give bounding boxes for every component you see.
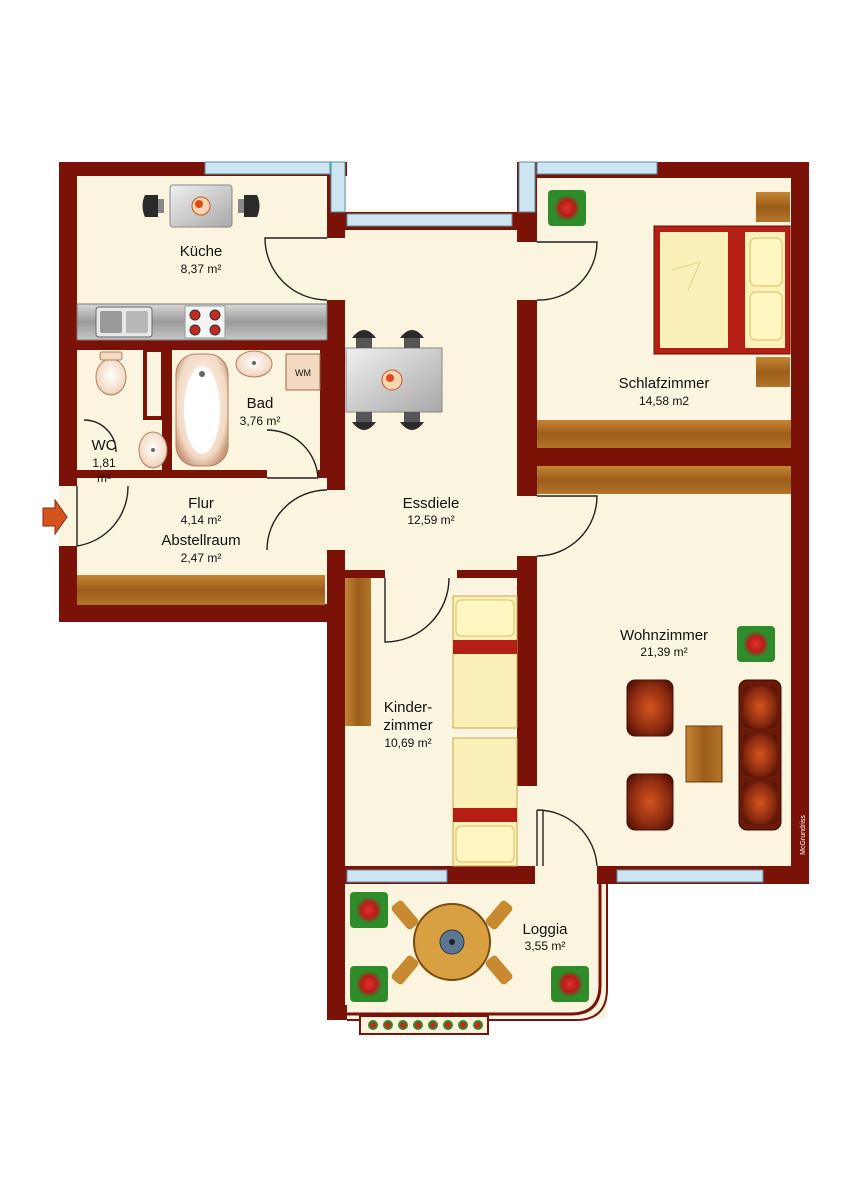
plant-icon: [350, 892, 388, 928]
room-area-essdiele: 12,59 m²: [407, 513, 454, 527]
washing-machine-label: WM: [295, 368, 311, 378]
room-area-kueche: 8,37 m²: [181, 262, 222, 276]
toilet-icon: [95, 358, 127, 396]
room-area-kinderzimmer: 10,69 m²: [384, 736, 431, 750]
plants: [350, 190, 775, 1002]
room-name-schlafzimmer: Schlafzimmer: [619, 375, 710, 392]
kitchen-furniture: [76, 184, 328, 341]
room-area-loggia: 3,55 m²: [525, 939, 566, 953]
desk: [345, 578, 371, 726]
room-name-loggia: Loggia: [522, 921, 568, 938]
coffee-table: [685, 725, 723, 783]
room-area-wc: 1,81: [92, 456, 116, 470]
room-name-abstellraum: Abstellraum: [161, 532, 240, 549]
room-area-abstellraum: 2,47 m²: [181, 551, 222, 565]
room-labels: Küche 8,37 m² Bad 3,76 m² WC 1,81 m² Flu…: [92, 243, 710, 953]
planter-box: [359, 1015, 489, 1035]
kids-room-furniture: [345, 578, 518, 867]
chair-icon: [352, 422, 376, 430]
armchair-icon: [626, 679, 674, 737]
bedroom-furniture: [537, 192, 791, 494]
plant-icon: [551, 966, 589, 1002]
plant-icon: [350, 966, 388, 1002]
chair-icon: [142, 195, 158, 217]
chair-icon: [400, 422, 424, 430]
room-area-unit-wc: m²: [97, 471, 111, 485]
room-name-essdiele: Essdiele: [403, 495, 460, 512]
chair-icon: [244, 195, 260, 217]
living-room-furniture: [626, 679, 782, 831]
washing-machine-icon: [285, 353, 321, 391]
abstellraum-shelf: [77, 575, 325, 605]
chair-icon: [400, 330, 424, 338]
room-name-bad: Bad: [247, 395, 274, 412]
room-area-schlafzimmer: 14,58 m2: [639, 394, 689, 408]
room-name-wohnzimmer: Wohnzimmer: [620, 627, 708, 644]
room-area-wohnzimmer: 21,39 m²: [640, 645, 687, 659]
loggia-furniture: [359, 900, 513, 1035]
room-name-kinderzimmer-line1: Kinder-: [384, 699, 432, 716]
room-name-wc: WC: [92, 437, 117, 454]
watermark: McGrundriss: [800, 815, 807, 855]
room-area-bad: 3,76 m²: [240, 414, 281, 428]
room-name-kinderzimmer-line2: zimmer: [383, 717, 432, 734]
plant-icon: [737, 626, 775, 662]
room-name-kueche: Küche: [180, 243, 223, 260]
windows: [204, 161, 764, 883]
room-area-flur: 4,14 m²: [181, 513, 222, 527]
armchair-icon: [626, 773, 674, 831]
doors: [76, 237, 598, 867]
loggia-railing: [347, 884, 602, 1016]
room-name-flur: Flur: [188, 495, 214, 512]
entry-arrow-icon: [42, 498, 68, 536]
planter-flowers: [368, 1020, 483, 1030]
bathroom-furniture: WM: [95, 348, 321, 469]
dining-furniture: [345, 330, 443, 430]
plant-icon: [548, 190, 586, 226]
chair-icon: [352, 330, 376, 338]
